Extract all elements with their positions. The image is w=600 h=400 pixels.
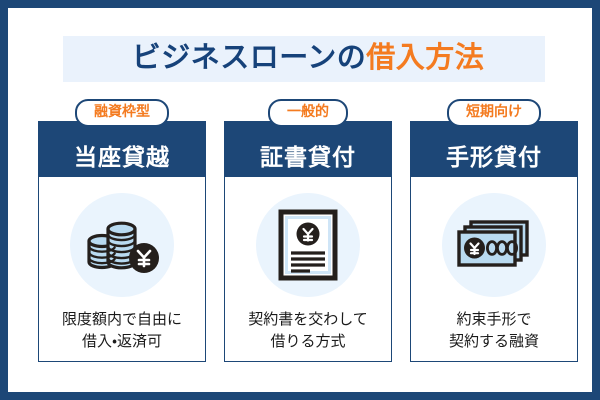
card-badge: 一般的: [268, 99, 348, 127]
coin-stacks-yen-icon: [87, 221, 159, 273]
page-title-plain: ビジネスローンの: [131, 42, 367, 74]
contract-document-yen-icon: [278, 209, 338, 281]
card-title: 手形貸付: [410, 121, 578, 177]
page-title: ビジネスローンの借入方法: [8, 34, 592, 82]
icon-circle: [442, 193, 546, 297]
card-caption: 限度額内で自由に 借入・返済可: [61, 311, 182, 350]
card-badge: 融資枠型: [75, 99, 169, 127]
card-title: 当座貸越: [38, 121, 206, 177]
card-tegata-kashitsuke: 短期向け 手形貸付: [410, 99, 578, 362]
columns-container: 融資枠型 当座貸越: [16, 99, 592, 362]
title-band: [63, 36, 545, 82]
card-toza-kashikoshi: 融資枠型 当座貸越: [38, 99, 206, 362]
card-title: 証書貸付: [224, 121, 392, 177]
card-caption: 約束手形で 契約する融資: [448, 311, 539, 350]
banknotes-yen-icon: [457, 220, 529, 267]
card-body: 限度額内で自由に 借入・返済可: [38, 177, 206, 362]
card-shosho-kashitsuke: 一般的 証書貸付: [224, 99, 392, 362]
card-caption: 契約書を交わして 借りる方式: [248, 311, 368, 350]
icon-circle: [256, 193, 360, 297]
icon-circle: [70, 193, 174, 297]
card-body: 契約書を交わして 借りる方式: [224, 177, 392, 362]
card-badge: 短期向け: [447, 99, 541, 127]
card-body: 約束手形で 契約する融資: [410, 177, 578, 362]
page-title-accent: 借入方法: [366, 42, 485, 74]
